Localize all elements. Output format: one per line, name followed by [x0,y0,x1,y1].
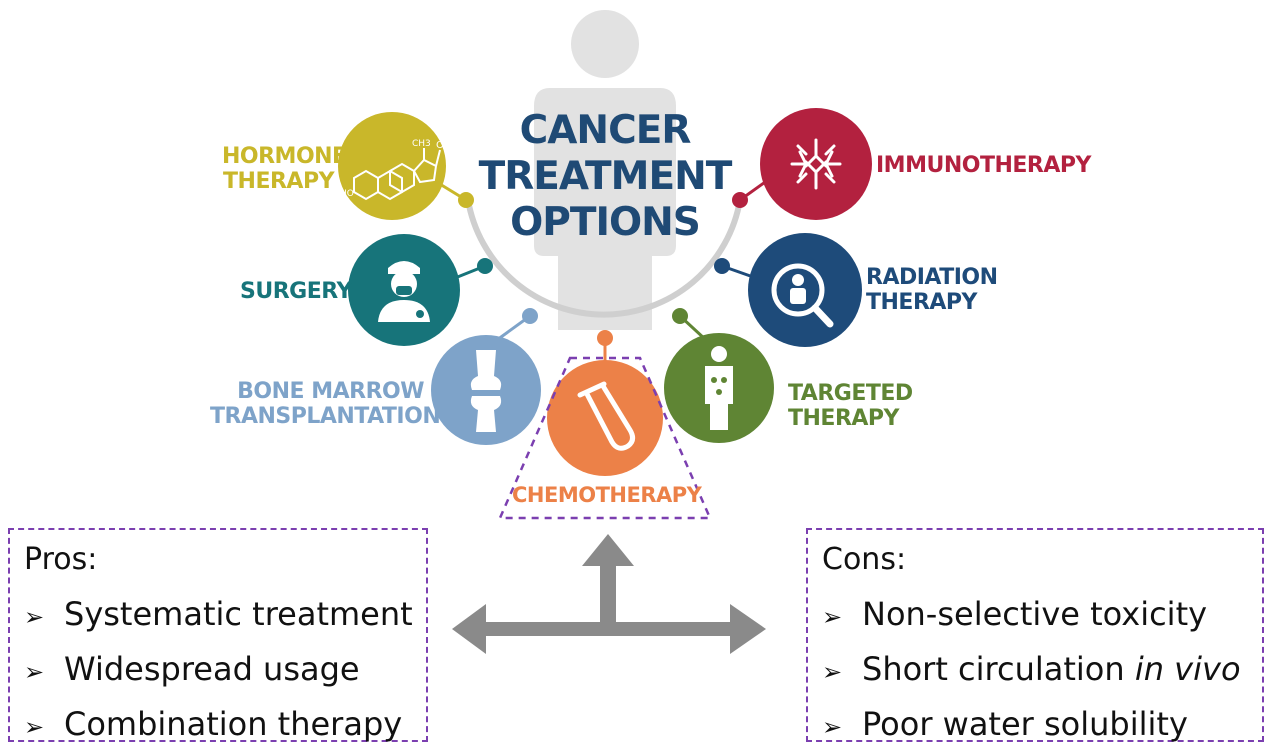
chemotherapy-highlight-frame [498,356,712,520]
list-item: ➢ Systematic treatment [24,588,413,643]
targeted-therapy-label: TARGETED THERAPY [788,381,913,431]
radiation-therapy-label: RADIATION THERAPY [866,265,998,315]
pros-heading: Pros: [24,542,98,577]
hormone-therapy-circle [338,112,446,220]
cons-item-italic: in vivo [1134,650,1241,688]
targeted-label-line-2: THERAPY [788,405,899,431]
bullet-arrow-icon: ➢ [24,658,45,686]
title-line-2: TREATMENT [478,154,733,199]
chemotherapy-label-line-1: CHEMOTHERAPY [512,483,702,507]
radiation-label-line-2: THERAPY [866,289,977,315]
connector-dots [458,192,748,346]
cons-heading: Cons: [822,542,907,577]
steroid-molecule-icon: CH3 O HO [340,139,444,201]
knee-bone-icon [470,350,502,432]
pros-item-text: Widespread usage [64,650,360,688]
chemotherapy-label: CHEMOTHERAPY [512,483,702,508]
pros-box: Pros: ➢ Systematic treatment ➢ Widespread … [8,528,428,743]
list-item: ➢ Non-selective toxicity [822,588,1241,643]
hormone-label-line-2: THERAPY [223,168,334,194]
title-line-3: OPTIONS [510,200,701,245]
human-silhouette-icon [534,10,676,330]
title-line-1: CANCER [519,108,692,153]
cons-box: Cons: ➢ Non-selective toxicity ➢ Short cir… [806,528,1264,743]
list-item: ➢ Widespread usage [24,643,413,698]
immunotherapy-label-line-1: IMMUNOTHERAPY [876,153,1091,178]
cons-item-text: Poor water solubility [862,705,1188,743]
surgery-label: SURGERY [240,279,352,305]
connector-arc [465,199,743,318]
bone-marrow-label-line-2: TRANSPLANTATION [210,403,441,429]
surgeon-icon [378,261,430,322]
molecule-label-ho: HO [340,189,354,199]
body-target-icon [705,346,733,430]
radiation-label-line-1: RADIATION [866,265,998,290]
list-item: ➢ Poor water solubility [822,698,1241,753]
molecule-label-ch3: CH3 [412,139,431,149]
pros-item-text: Combination therapy [64,705,403,743]
bullet-arrow-icon: ➢ [24,713,45,741]
molecule-label-o: O [436,140,444,151]
cons-item-text: Short circulation [862,650,1135,688]
immunotherapy-label: IMMUNOTHERAPY [876,153,1091,179]
pros-item-text: Systematic treatment [64,595,413,633]
cons-item-text: Non-selective toxicity [862,595,1208,633]
hormone-therapy-label: HORMONE THERAPY [222,144,347,194]
bone-marrow-label: BONE MARROW TRANSPLANTATION [210,379,441,429]
scan-person-icon [771,263,834,328]
bullet-arrow-icon: ➢ [822,713,843,741]
hormone-label-line-1: HORMONE [222,144,347,169]
bone-marrow-label-line-1: BONE MARROW [237,379,424,404]
bullet-arrow-icon: ➢ [822,658,843,686]
diagram-title: CANCER TREATMENT OPTIONS [470,108,740,246]
list-item: ➢ Short circulation in vivo [822,643,1241,698]
targeted-label-line-1: TARGETED [788,381,913,406]
chemotherapy-circle [547,360,663,476]
cons-list: ➢ Non-selective toxicity ➢ Short circulati… [822,588,1241,753]
test-tube-icon [577,381,636,451]
antibody-icon [790,138,842,190]
three-way-arrow-icon [452,534,766,654]
bullet-arrow-icon: ➢ [24,603,45,631]
surgery-label-line-1: SURGERY [240,279,352,304]
list-item: ➢ Combination therapy [24,698,413,753]
pros-list: ➢Systematic treatment ➢Widespread usage … [24,588,413,753]
bullet-arrow-icon: ➢ [822,603,843,631]
immunotherapy-circle [760,108,872,220]
